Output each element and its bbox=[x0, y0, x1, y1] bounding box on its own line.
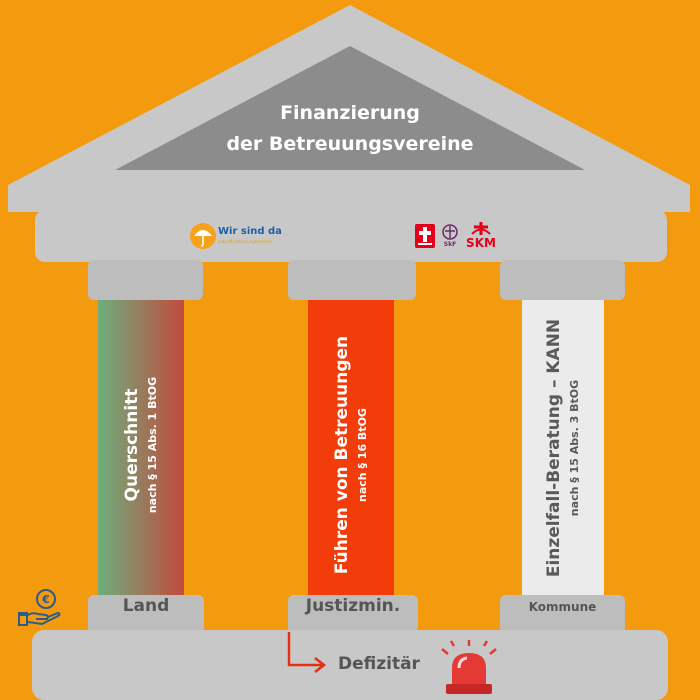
column-fuehren-text: Führen von Betreuungen nach § 16 BtOG bbox=[330, 336, 372, 574]
svg-text:€: € bbox=[41, 593, 50, 606]
funder-justizmin-label: Justizmin. bbox=[305, 596, 401, 616]
caritas-cross-icon bbox=[415, 224, 435, 248]
column-einzelfall bbox=[522, 300, 604, 596]
roof-title-line2: der Betreuungsvereine bbox=[226, 133, 474, 155]
column-fuehren-subtitle: nach § 16 BtOG bbox=[356, 408, 369, 502]
base-middle bbox=[288, 595, 418, 633]
skf-emblem-icon bbox=[442, 224, 458, 240]
column-einzelfall-text: Einzelfall-Beratung – KANN nach § 15 Abs… bbox=[542, 319, 584, 577]
roof-title: Finanzierung der Betreuungsvereine bbox=[200, 98, 500, 160]
base-right bbox=[500, 595, 625, 633]
arrow-right-icon bbox=[287, 632, 322, 667]
alarm-siren-icon bbox=[441, 640, 497, 694]
column-fuehren bbox=[308, 300, 394, 596]
capital-middle bbox=[288, 260, 416, 300]
column-querschnitt-text: Querschnitt nach § 15 Abs. 1 BtOG bbox=[120, 377, 162, 513]
money-hand-icon: € bbox=[18, 589, 61, 626]
deficit-label: Defizitär bbox=[338, 654, 420, 674]
skf-logo-text: SkF bbox=[443, 241, 457, 248]
base-left bbox=[88, 595, 204, 633]
capital-right bbox=[500, 260, 625, 300]
umbrella-icon bbox=[190, 223, 216, 249]
architrave bbox=[35, 210, 667, 262]
skm-logo-text: SKM bbox=[466, 236, 496, 250]
roof-inner bbox=[115, 46, 585, 170]
column-querschnitt bbox=[98, 300, 184, 596]
funder-land-label: Land bbox=[122, 596, 170, 616]
column-einzelfall-title: Einzelfall-Beratung – KANN bbox=[544, 318, 564, 578]
wir-sind-da-logo-subtext: zukunft betreuungsvereine bbox=[218, 239, 272, 244]
stylobate bbox=[32, 630, 668, 700]
capital-left bbox=[88, 260, 203, 300]
wir-sind-da-logo-text: Wir sind da bbox=[218, 226, 282, 237]
column-querschnitt-subtitle: nach § 15 Abs. 1 BtOG bbox=[146, 376, 159, 514]
column-querschnitt-title: Querschnitt bbox=[122, 388, 142, 502]
column-fuehren-title: Führen von Betreuungen bbox=[332, 335, 352, 575]
roof-title-line1: Finanzierung bbox=[280, 102, 420, 124]
funder-kommune-label: Kommune bbox=[528, 600, 597, 614]
skm-emblem-icon bbox=[471, 222, 491, 235]
column-einzelfall-subtitle: nach § 15 Abs. 3 BtOG bbox=[568, 379, 581, 517]
